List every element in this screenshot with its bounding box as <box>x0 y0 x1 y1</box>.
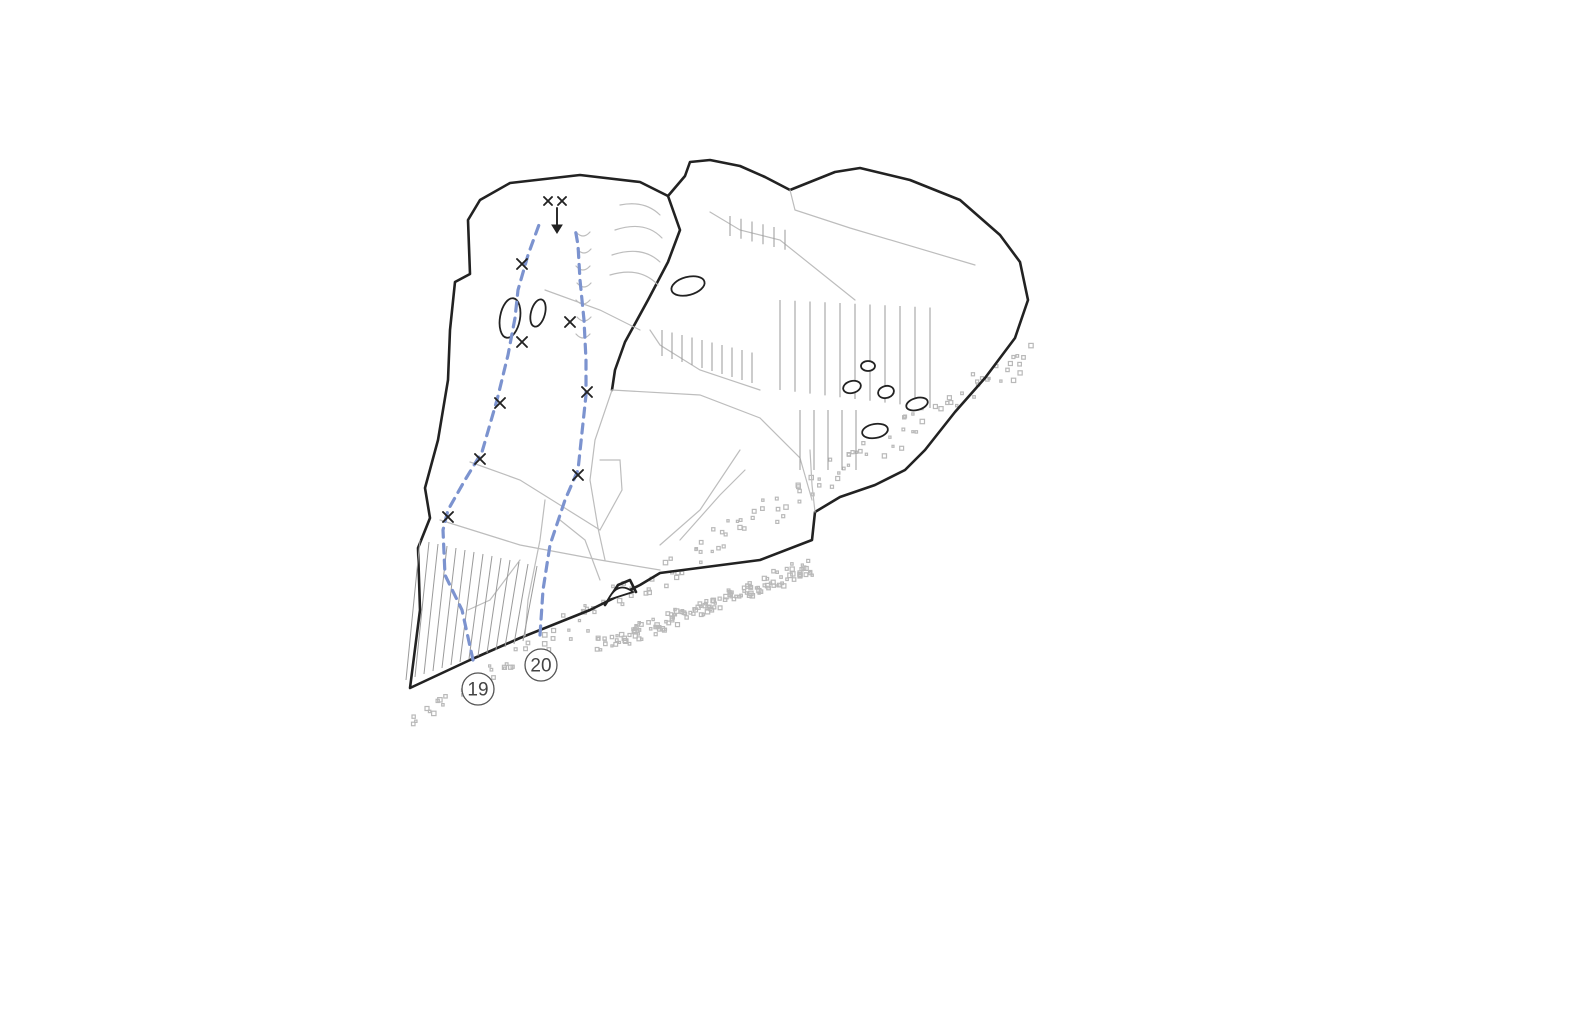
slab-ridge-line <box>612 196 680 390</box>
ground-gravel <box>412 343 1034 725</box>
bolt-icon <box>565 317 575 327</box>
route-number-19: 19 <box>467 680 488 701</box>
anchor-icon <box>544 197 566 205</box>
lower-off-arrow-icon <box>552 208 562 233</box>
route-marker-20[interactable]: 20 <box>525 649 557 681</box>
route-number-20: 20 <box>530 656 551 677</box>
route-line-19[interactable] <box>443 222 540 660</box>
route-marker-19[interactable]: 19 <box>462 673 494 705</box>
bolt-icon <box>517 337 527 347</box>
route-lines <box>443 222 586 660</box>
route-line-20[interactable] <box>540 228 586 635</box>
rock-details <box>440 190 975 636</box>
